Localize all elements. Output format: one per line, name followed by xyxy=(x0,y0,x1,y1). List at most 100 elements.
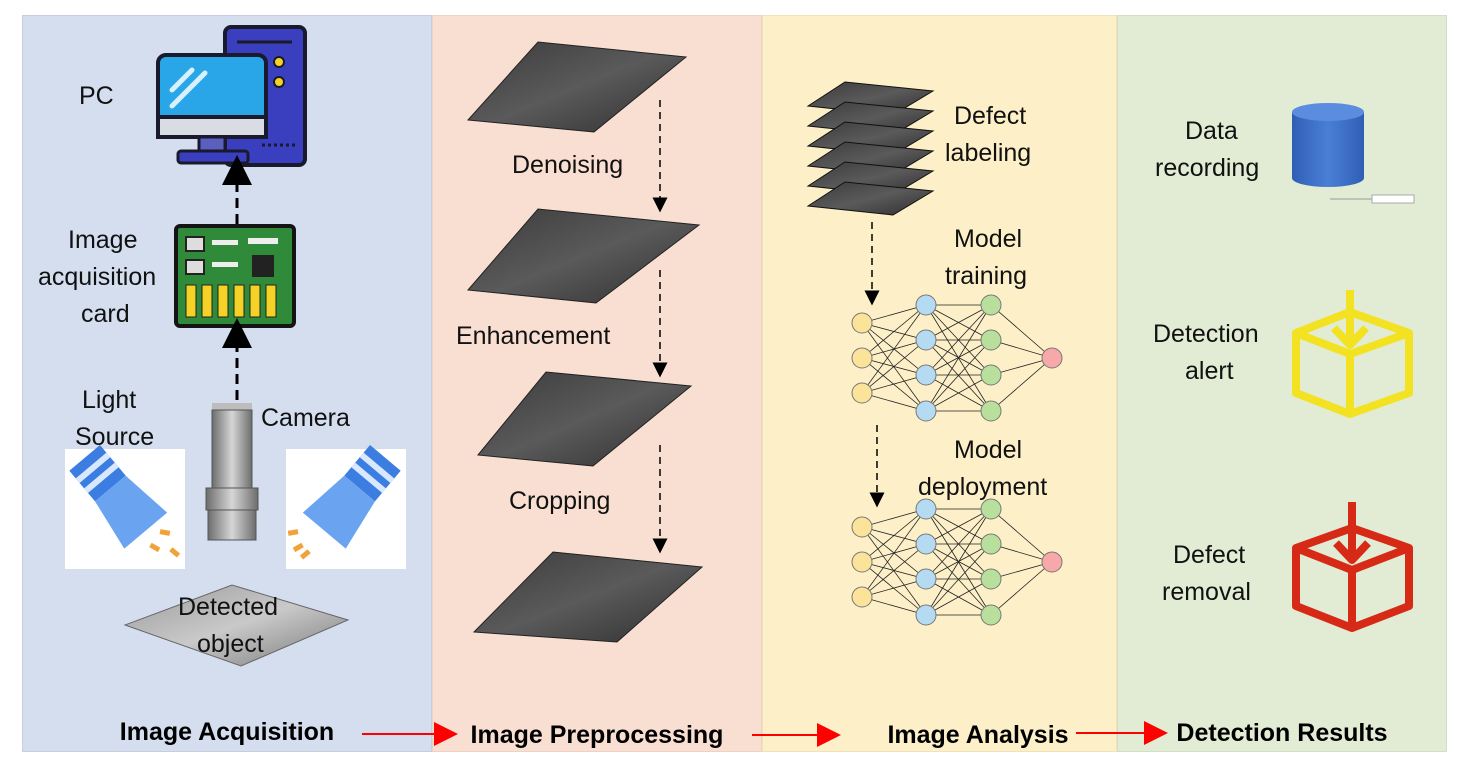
network-edge xyxy=(925,578,992,616)
network-edge xyxy=(861,508,927,563)
network-edge xyxy=(990,357,1053,412)
labeled-images-stack-icon xyxy=(806,81,935,216)
label-model-deployment-line2: deployment xyxy=(918,473,1048,501)
neural-network-deployment xyxy=(851,498,1063,626)
network-edge xyxy=(990,357,1053,376)
network-edge xyxy=(925,374,992,412)
network-node xyxy=(1041,551,1063,573)
label-defect-removal-line1: Defect xyxy=(1173,541,1246,569)
network-edge xyxy=(925,508,992,580)
network-node xyxy=(851,382,873,404)
light-source-icon xyxy=(286,445,406,569)
network-node xyxy=(851,347,873,369)
label-defect-labeling-line1: Defect xyxy=(954,102,1027,130)
network-node xyxy=(980,364,1002,386)
network-edge xyxy=(990,543,1053,563)
stage-title-image-acquisition: Image Acquisition xyxy=(119,718,335,746)
network-edge xyxy=(861,374,927,394)
network-edge xyxy=(925,304,992,412)
network-edge xyxy=(861,304,927,359)
label-light-line2: Source xyxy=(75,423,155,451)
network-node xyxy=(915,400,937,422)
network-edge xyxy=(861,339,927,394)
network-edge xyxy=(925,543,992,616)
network-node xyxy=(915,533,937,555)
network-edge xyxy=(861,508,927,598)
network-node xyxy=(915,294,937,316)
network-node xyxy=(980,329,1002,351)
panel-detection-results xyxy=(1117,15,1447,752)
network-edge xyxy=(861,561,927,616)
label-object-line2: object xyxy=(197,630,264,658)
label-pc: PC xyxy=(79,82,114,110)
label-model-training-line2: training xyxy=(945,262,1027,290)
network-edge xyxy=(861,508,927,528)
network-edge xyxy=(925,339,992,412)
network-node xyxy=(980,568,1002,590)
network-node xyxy=(980,533,1002,555)
label-detection-alert-line1: Detection xyxy=(1153,320,1259,348)
stage-title-detection-results: Detection Results xyxy=(1176,719,1388,747)
network-edge xyxy=(925,304,992,341)
steel-sheet-icon xyxy=(466,208,701,304)
network-edge xyxy=(861,357,927,412)
label-cropping: Cropping xyxy=(509,487,611,515)
label-card-line3: card xyxy=(81,300,130,328)
removal-box-icon xyxy=(1292,502,1413,632)
network-edge xyxy=(861,596,927,616)
label-defect-labeling-line2: labeling xyxy=(945,139,1032,167)
database-icon xyxy=(1292,103,1415,204)
alert-box-icon xyxy=(1292,290,1413,418)
label-card-line2: acquisition xyxy=(38,263,157,291)
network-node xyxy=(915,604,937,626)
network-node xyxy=(1041,347,1063,369)
network-edge xyxy=(861,304,927,324)
network-node xyxy=(980,604,1002,626)
network-node xyxy=(980,400,1002,422)
network-node xyxy=(851,312,873,334)
network-edge xyxy=(925,508,992,616)
network-edge xyxy=(990,561,1053,580)
label-light-line1: Light xyxy=(82,386,137,414)
network-node xyxy=(851,586,873,608)
detected-object-icon xyxy=(123,584,350,667)
network-edge xyxy=(925,508,992,545)
label-card-line1: Image xyxy=(68,226,138,254)
network-node xyxy=(915,568,937,590)
network-node xyxy=(980,294,1002,316)
network-node xyxy=(915,329,937,351)
steel-sheet-icon xyxy=(472,551,704,643)
label-data-recording-line2: recording xyxy=(1155,154,1260,182)
stage-title-image-analysis: Image Analysis xyxy=(887,721,1069,749)
label-data-recording-line1: Data xyxy=(1185,117,1238,145)
pc-icon xyxy=(156,25,307,167)
label-denoising: Denoising xyxy=(512,151,624,179)
network-edge xyxy=(990,339,1053,359)
network-node xyxy=(851,516,873,538)
label-defect-removal-line2: removal xyxy=(1162,578,1251,606)
network-node xyxy=(980,498,1002,520)
label-camera: Camera xyxy=(261,404,350,432)
neural-network-training xyxy=(851,294,1063,422)
network-node xyxy=(915,364,937,386)
steel-sheet-icon xyxy=(477,371,693,467)
camera-icon xyxy=(205,403,259,541)
label-enhancement: Enhancement xyxy=(456,322,611,350)
label-model-deployment-line1: Model xyxy=(954,436,1023,464)
network-edge xyxy=(861,578,927,598)
light-source-icon xyxy=(65,445,185,569)
acquisition-card-icon xyxy=(174,224,296,328)
network-node xyxy=(851,551,873,573)
network-edge xyxy=(990,561,1053,616)
network-edge xyxy=(990,508,1053,563)
network-edge xyxy=(861,392,927,412)
network-edge xyxy=(861,543,927,598)
network-node xyxy=(915,498,937,520)
network-edge xyxy=(925,304,992,376)
label-model-training-line1: Model xyxy=(954,225,1023,253)
network-edge xyxy=(861,304,927,394)
label-detection-alert-line2: alert xyxy=(1185,357,1234,385)
network-edge xyxy=(990,304,1053,359)
steel-sheet-icon xyxy=(466,41,688,133)
